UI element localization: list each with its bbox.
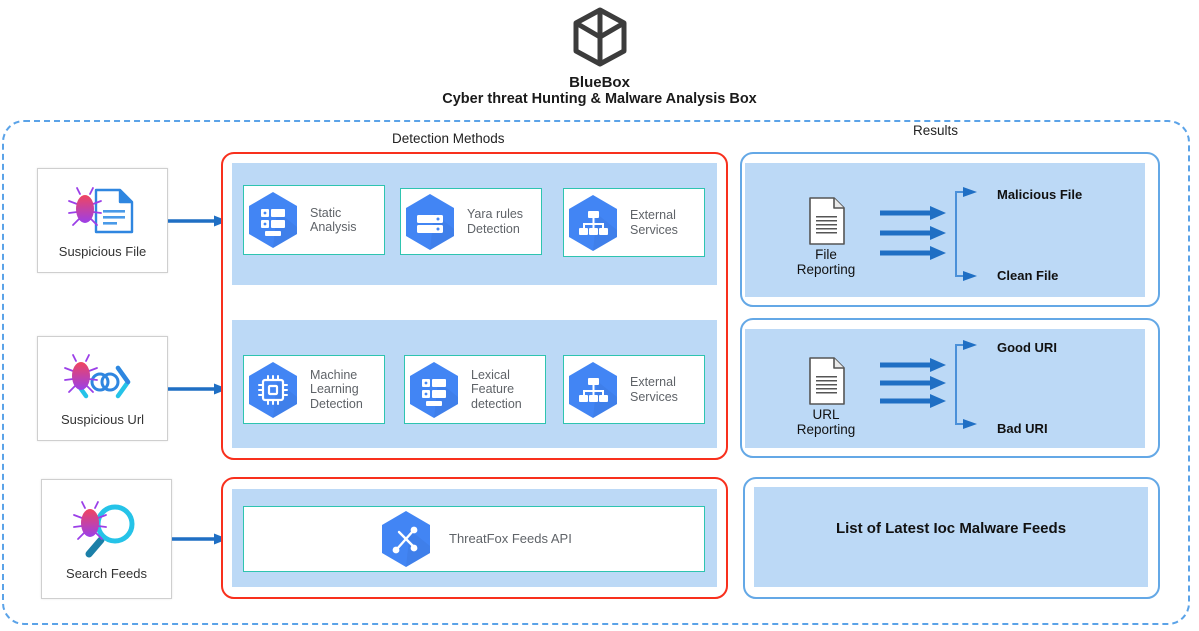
org-chart-hexagon-icon bbox=[564, 192, 622, 254]
method-card-static-analysis[interactable]: Static Analysis bbox=[243, 185, 385, 255]
url-reporting-flow-arrows bbox=[880, 332, 1010, 442]
method-label: External Services bbox=[630, 208, 678, 237]
results-caption: Results bbox=[913, 123, 959, 138]
document-icon bbox=[786, 355, 866, 407]
input-label: Suspicious File bbox=[58, 244, 147, 259]
input-card-suspicious-url[interactable]: Suspicious Url bbox=[37, 336, 168, 441]
method-card-threatfox-feeds-api[interactable]: ThreatFox Feeds API bbox=[243, 506, 705, 572]
server-list-hexagon-icon bbox=[244, 189, 302, 251]
cube-icon bbox=[0, 6, 1199, 68]
bug-link-icon bbox=[62, 350, 144, 406]
method-label: Machine Learning Detection bbox=[310, 367, 363, 411]
file-reporting-flow-arrows bbox=[880, 180, 1010, 290]
input-label: Suspicious Url bbox=[60, 412, 145, 427]
file-reporting-node: File Reporting bbox=[786, 195, 866, 277]
cpu-chip-hexagon-icon bbox=[244, 359, 302, 421]
server-list-hexagon-icon bbox=[405, 359, 463, 421]
method-label: External Services bbox=[630, 375, 678, 404]
ioc-feeds-title: List of Latest Ioc Malware Feeds bbox=[835, 520, 1067, 537]
file-reporting-label: File Reporting bbox=[796, 247, 856, 277]
outcome-clean-file: Clean File bbox=[997, 268, 1059, 283]
detection-methods-caption: Detection Methods bbox=[392, 131, 505, 146]
method-label: ThreatFox Feeds API bbox=[449, 530, 572, 546]
org-chart-hexagon-icon bbox=[564, 359, 622, 421]
page-title: BlueBox bbox=[569, 74, 630, 91]
ioc-feeds-band bbox=[754, 487, 1148, 587]
branch-network-hexagon-icon bbox=[377, 508, 435, 570]
bug-magnifier-icon bbox=[65, 498, 149, 560]
method-card-external-services-url[interactable]: External Services bbox=[563, 355, 705, 424]
input-card-search-feeds[interactable]: Search Feeds bbox=[41, 479, 172, 599]
bluebox-container bbox=[2, 120, 1190, 625]
page-header: BlueBox Cyber threat Hunting & Malware A… bbox=[0, 6, 1199, 108]
url-reporting-label: URL Reporting bbox=[796, 407, 856, 437]
input-card-suspicious-file[interactable]: Suspicious File bbox=[37, 168, 168, 273]
document-icon bbox=[786, 195, 866, 247]
method-label: Static Analysis bbox=[310, 205, 357, 235]
database-hexagon-icon bbox=[401, 191, 459, 253]
input-label: Search Feeds bbox=[66, 565, 147, 581]
outcome-good-uri: Good URI bbox=[997, 340, 1057, 355]
outcome-malicious-file: Malicious File bbox=[997, 187, 1083, 202]
method-card-external-services-file[interactable]: External Services bbox=[563, 188, 705, 257]
bug-document-icon bbox=[66, 182, 140, 238]
method-card-machine-learning-detection[interactable]: Machine Learning Detection bbox=[243, 355, 385, 424]
method-label: Lexical Feature detection bbox=[471, 367, 522, 411]
method-label: Yara rules Detection bbox=[467, 207, 524, 236]
url-reporting-node: URL Reporting bbox=[786, 355, 866, 437]
outcome-bad-uri: Bad URI bbox=[997, 421, 1048, 436]
method-card-lexical-feature-detection[interactable]: Lexical Feature detection bbox=[404, 355, 546, 424]
page-subtitle: Cyber threat Hunting & Malware Analysis … bbox=[442, 91, 757, 107]
method-card-yara-rules-detection[interactable]: Yara rules Detection bbox=[400, 188, 542, 255]
